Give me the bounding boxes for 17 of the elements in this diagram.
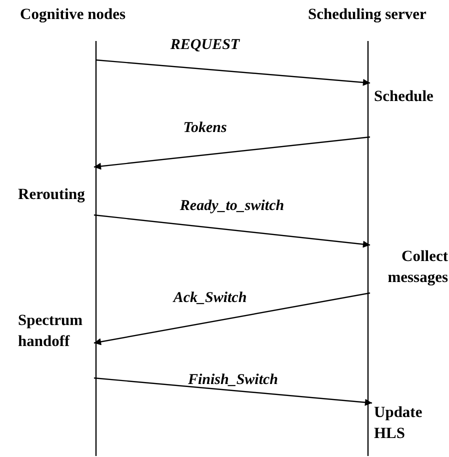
message-arrow xyxy=(94,377,372,406)
edge-label: Ready_to_switch xyxy=(180,197,284,215)
edge-label: REQUEST xyxy=(170,36,240,54)
lifeline-header: Scheduling server xyxy=(308,5,428,25)
action-label: Spectrum handoff xyxy=(18,311,84,352)
action-label: Rerouting xyxy=(18,185,86,205)
action-label: Schedule xyxy=(374,87,434,107)
message-arrow xyxy=(96,59,370,86)
lifeline-header: Cognitive nodes xyxy=(20,5,126,25)
message-arrow xyxy=(94,214,370,248)
action-label: Update HLS xyxy=(374,403,424,444)
edge-label: Finish_Switch xyxy=(188,371,278,389)
edge-label: Tokens xyxy=(183,119,227,137)
message-arrow xyxy=(94,292,370,346)
edge-label: Ack_Switch xyxy=(173,289,247,307)
message-arrow xyxy=(94,136,370,170)
action-label: Collect messages xyxy=(386,247,448,288)
